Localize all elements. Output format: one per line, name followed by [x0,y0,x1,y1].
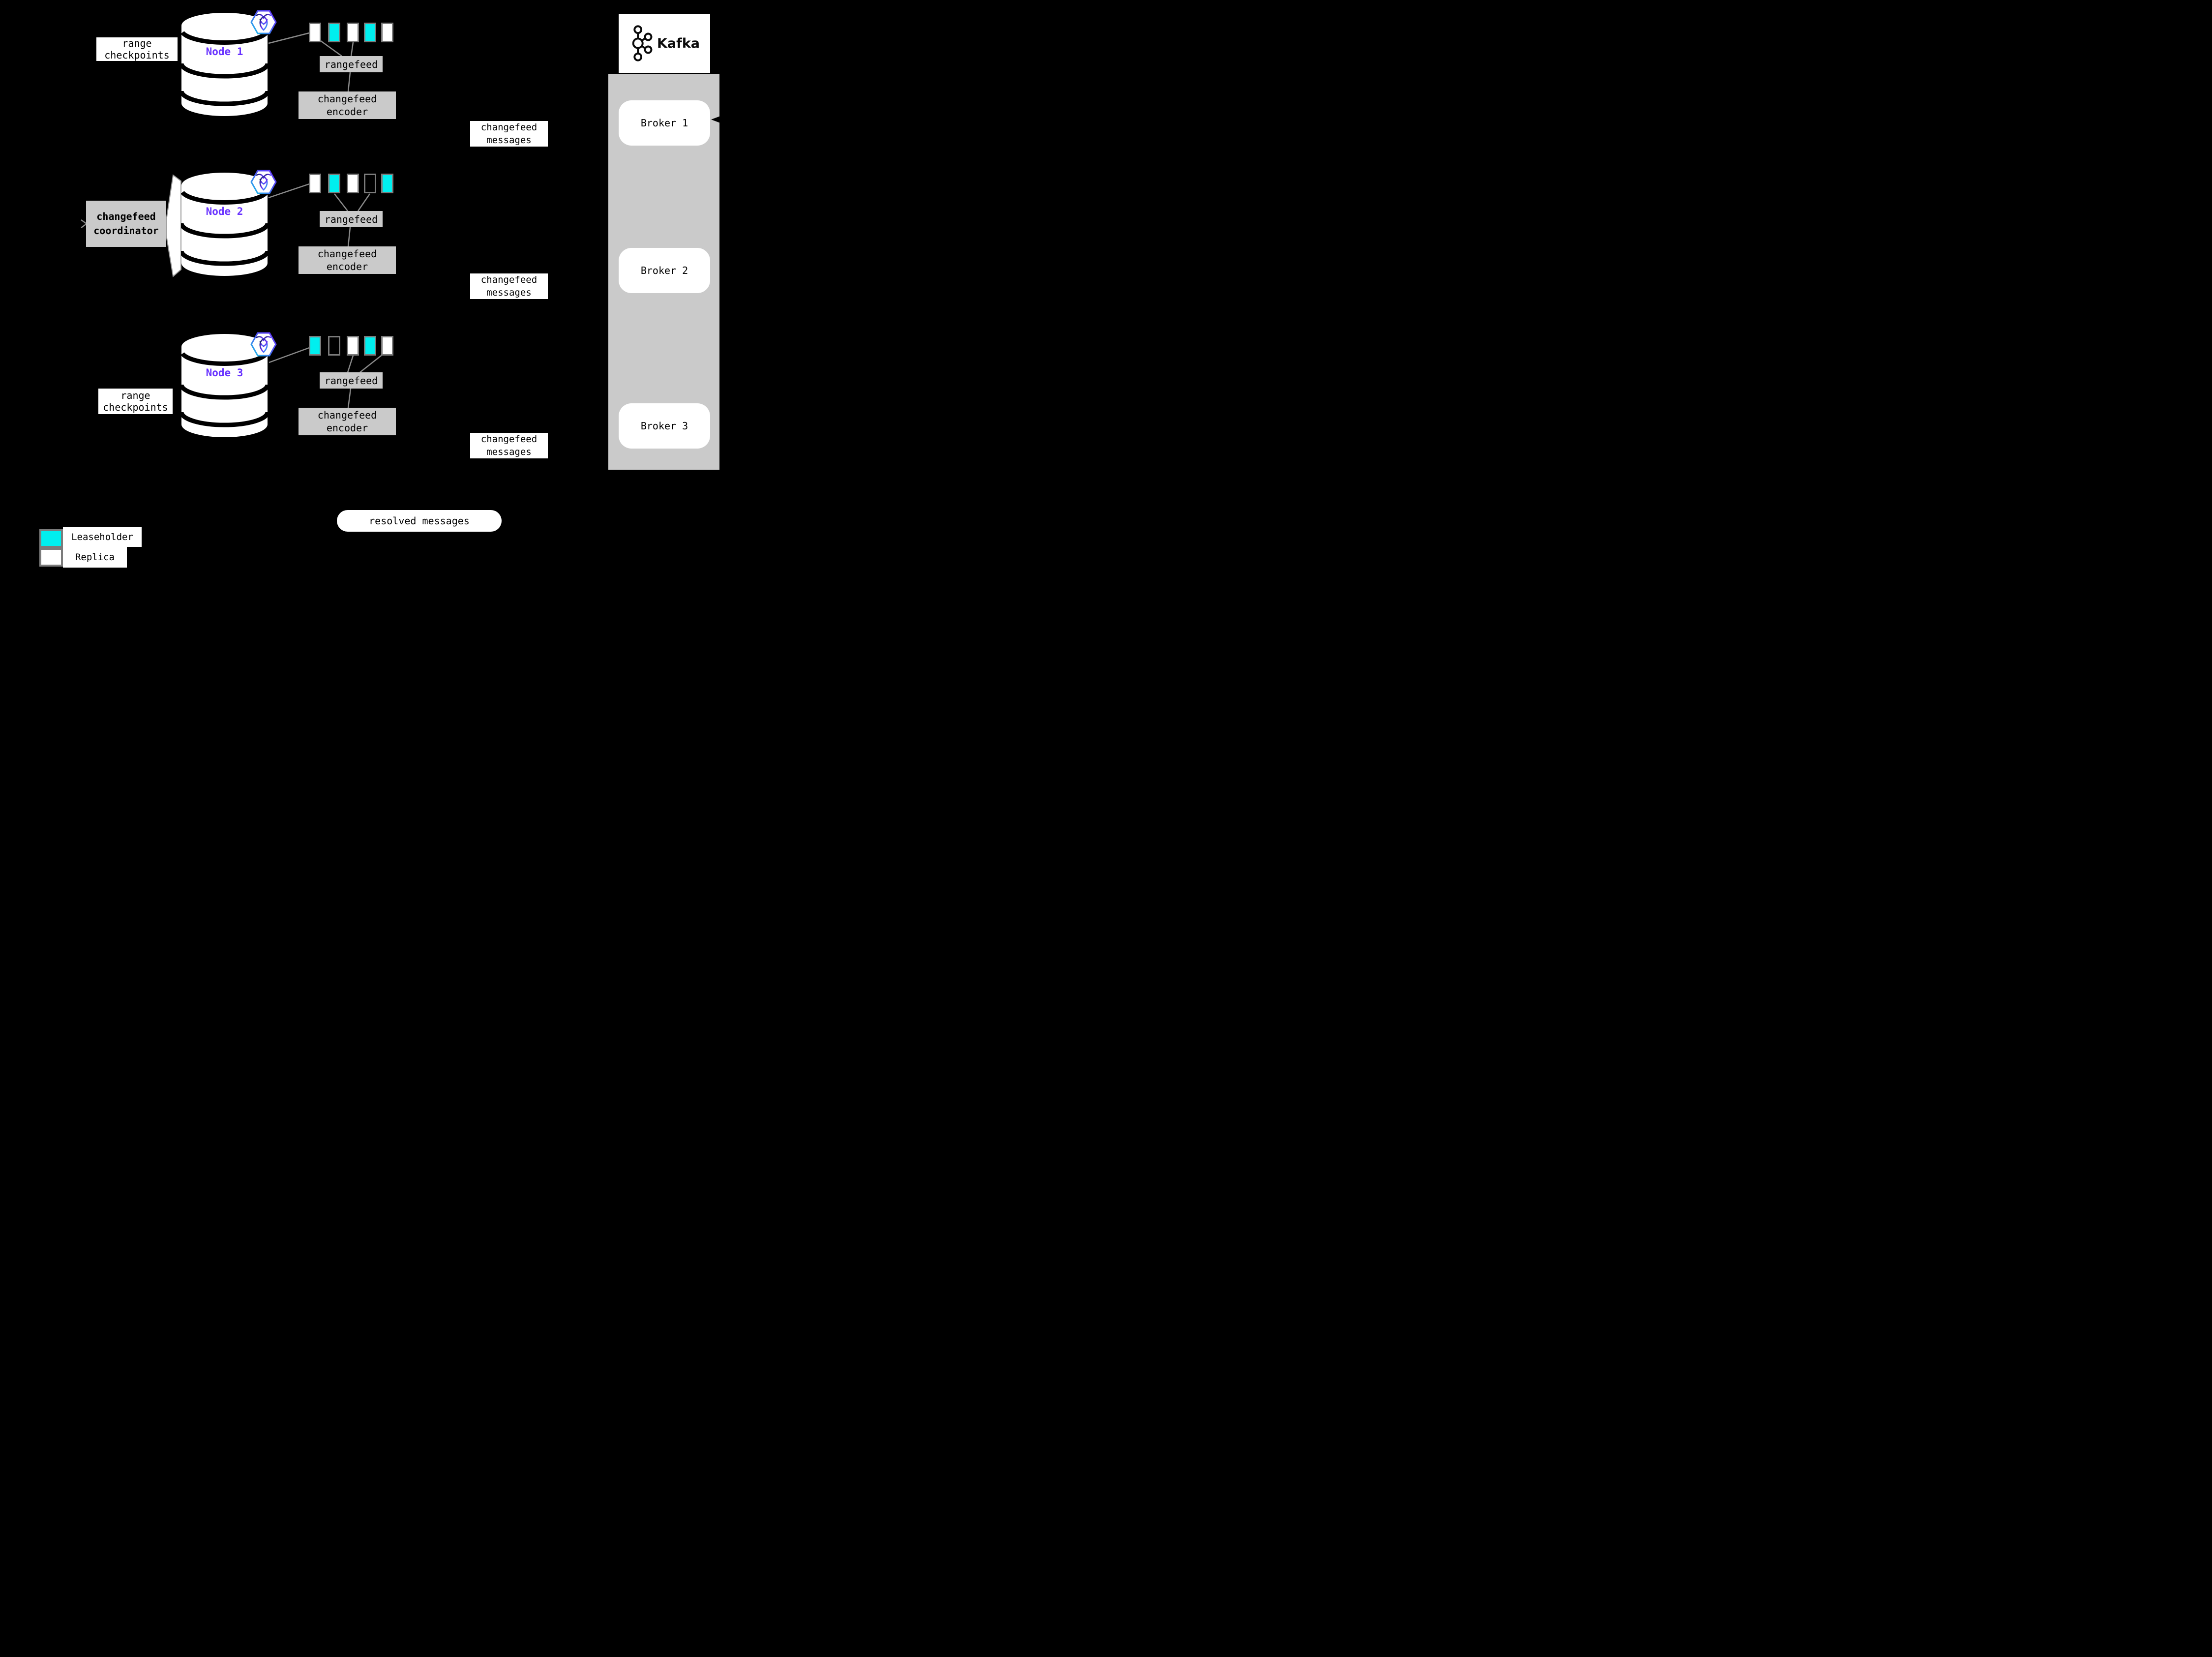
range-to-rangefeed2-line [357,193,371,211]
resolved-messages-label: resolved messages [369,515,470,527]
range-to-rangefeed1-line [320,40,342,57]
broker-box: Broker 1 [619,100,710,146]
range-square [347,174,359,193]
rangefeed1-to-encoder1-line [347,72,351,92]
messages-line1: changefeed [480,274,538,285]
resolved-messages-pill: resolved messages [337,510,502,532]
changefeed-encoder-box: changefeed encoder [299,91,396,119]
encoder-line2: encoder [326,106,368,118]
range-square [364,336,376,356]
legend-leaseholder-swatch [39,529,63,548]
broker-label: Broker 3 [640,420,688,432]
changefeed-encoder-box: changefeed encoder [299,246,396,274]
range-square [347,23,359,42]
messages-line1: changefeed [480,434,538,445]
range-to-rangefeed2-line [334,193,348,211]
coordinator-callout [166,174,181,277]
range-checkpoints-line1: range [120,390,150,401]
kafka-header: Kafka [619,14,710,73]
messages-line2: messages [486,135,532,146]
changefeed-messages-label: changefeed messages [470,433,548,458]
range-square [328,23,340,42]
range-checkpoints-line1: range [122,37,152,49]
range-checkpoints-line2: checkpoints [103,401,168,413]
node1-to-range-line [268,32,310,44]
node-label: Node 2 [206,206,243,217]
kafka-title: Kafka [657,35,700,51]
changefeed-messages-label: changefeed messages [470,121,548,147]
messages-line2: messages [486,287,532,298]
legend-leaseholder-label: Leaseholder [63,527,142,547]
node-cylinder [181,173,268,276]
range-square [381,336,393,356]
range-square [309,174,321,193]
legend-label-text: Replica [75,552,115,563]
cockroachdb-icon [250,10,277,34]
encoder-line1: changefeed [317,93,377,105]
broker-box: Broker 3 [619,403,710,449]
range-checkpoints-label: range checkpoints [98,389,173,414]
encoder-line1: changefeed [317,409,377,421]
changefeed-architecture-diagram: range checkpoints range checkpoints chan… [0,0,771,577]
rangefeed-label: rangefeed [324,58,378,70]
rangefeed3-to-encoder3-line [347,388,352,408]
range-checkpoints-line2: checkpoints [104,49,170,61]
changefeed-coordinator-box: changefeed coordinator [86,201,166,247]
encoder-line2: encoder [326,261,368,272]
left-arrowhead-icon [711,115,723,124]
encoder-line2: encoder [326,422,368,434]
rangefeed-label: rangefeed [324,374,378,387]
range-checkpoints-label: range checkpoints [96,37,178,61]
coordinator-line2: coordinator [93,225,159,237]
node3-to-range-line [269,347,310,363]
broker-box: Broker 2 [619,248,710,293]
range-square [364,23,376,42]
node-cylinder [181,334,268,437]
range-square [328,174,340,193]
legend-label-text: Leaseholder [71,532,133,542]
messages-line2: messages [486,447,532,457]
range-square [381,174,393,193]
rangefeed-box: rangefeed [320,372,383,389]
range-square [309,336,321,356]
range-square [328,336,340,356]
broker-label: Broker 2 [640,265,688,276]
legend-replica-swatch [39,548,63,567]
rangefeed2-to-encoder2-line [347,227,351,247]
node-cylinder [181,13,268,117]
coordinator-line1: changefeed [96,211,156,222]
range-square [309,23,321,42]
cockroachdb-icon [250,170,277,194]
range-to-rangefeed3-line [359,354,384,373]
range-square [347,336,359,356]
range-to-rangefeed3-line [347,355,354,373]
broker-label: Broker 1 [640,117,688,129]
node-label: Node 3 [206,367,243,379]
rangefeed-box: rangefeed [320,56,383,72]
kafka-icon [632,25,653,61]
range-square [381,23,393,42]
changefeed-encoder-box: changefeed encoder [299,408,396,435]
cockroachdb-icon [250,332,277,357]
legend-replica-label: Replica [63,547,127,568]
rangefeed-box: rangefeed [320,211,383,227]
changefeed-messages-label: changefeed messages [470,273,548,299]
messages-line1: changefeed [480,122,538,133]
encoder-line1: changefeed [317,248,377,260]
rangefeed-label: rangefeed [324,213,378,225]
node2-to-range-line [268,183,310,199]
range-to-rangefeed1-line [350,42,354,57]
node-label: Node 1 [206,46,243,58]
range-square [364,174,376,193]
